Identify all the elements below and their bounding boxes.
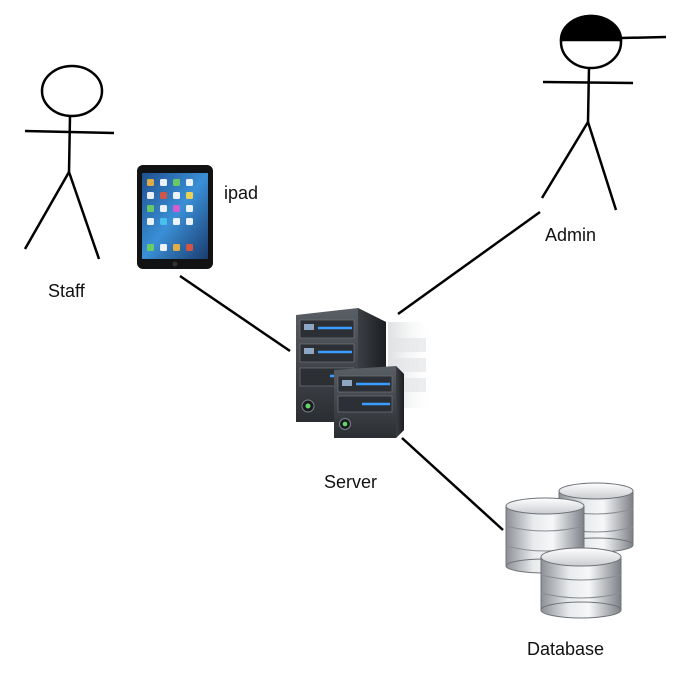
staff-arms bbox=[24, 129, 115, 135]
server-rack-icon bbox=[296, 308, 432, 438]
admin-label: Admin bbox=[545, 225, 597, 245]
connector-lines bbox=[179, 210, 541, 531]
tablet-icon bbox=[137, 165, 213, 269]
staff-head bbox=[40, 64, 104, 118]
connector-ipad-server bbox=[179, 274, 291, 353]
admin-cap bbox=[559, 14, 623, 42]
admin-cap-brim bbox=[620, 35, 667, 40]
staff-icon bbox=[23, 64, 115, 260]
connector-admin-server bbox=[397, 210, 541, 316]
admin-icon bbox=[540, 14, 667, 211]
server-label: Server bbox=[324, 472, 378, 492]
database-cylinders-icon bbox=[505, 482, 634, 619]
connector-server-database bbox=[401, 437, 504, 531]
admin-body bbox=[586, 66, 591, 123]
staff-right-leg bbox=[67, 171, 101, 260]
tablet-app-grid bbox=[147, 179, 193, 251]
admin-right-leg bbox=[586, 121, 618, 211]
db-cylinder-front bbox=[540, 547, 622, 619]
admin-left-leg bbox=[540, 121, 590, 199]
tablet-home-button bbox=[172, 261, 178, 267]
admin-arms bbox=[542, 80, 634, 85]
staff-body bbox=[67, 115, 72, 173]
staff-left-leg bbox=[23, 171, 71, 250]
ipad-label: ipad bbox=[224, 183, 259, 203]
staff-label: Staff bbox=[48, 281, 85, 301]
database-label: Database bbox=[527, 639, 605, 659]
